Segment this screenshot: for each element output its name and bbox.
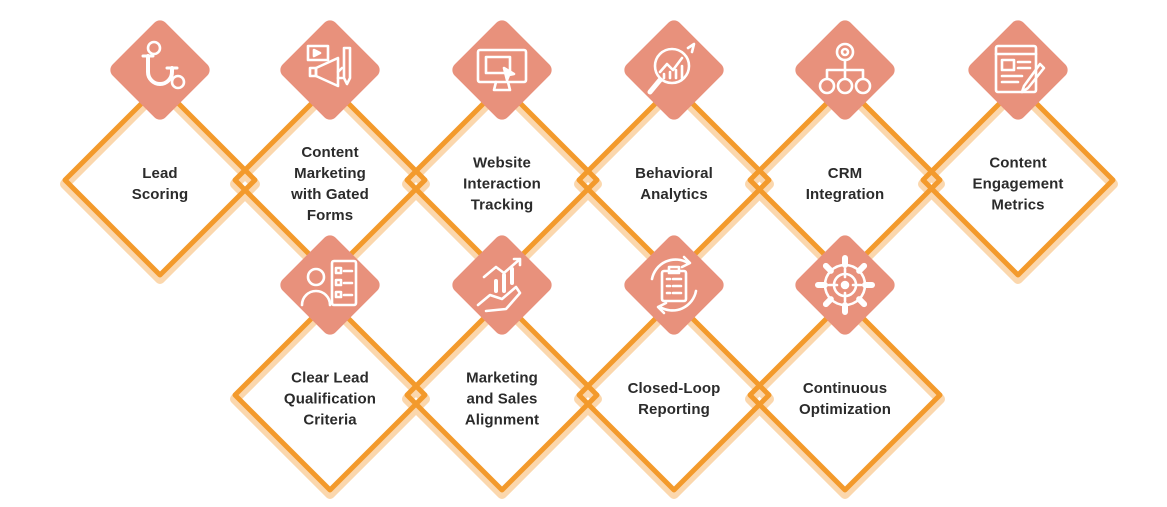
icon-tile-bg [452,20,552,120]
icon-tile-bg [280,20,380,120]
diamond-shadow [60,84,260,284]
icon-tile-crm-integration [795,20,895,120]
diamond-outline-closed-loop [576,297,772,493]
label-line: Reporting [638,401,710,418]
label-line: Continuous [802,380,888,397]
diamond-outline-lead-qualification [232,297,428,493]
label-line: Alignment [464,411,540,429]
label-line: Scoring [131,186,189,203]
diamond-outline-continuous-optimization [747,297,943,493]
label-line: Analytics [640,186,708,203]
label-line: Lead [142,165,178,182]
icon-tile-website-tracking [452,20,552,120]
label-line: Criteria [303,411,357,429]
diamond-shadow [402,299,602,499]
label-line: Integration [805,186,885,203]
hand-growth-icon [476,257,522,313]
diamond-outline-content-engagement [920,82,1116,278]
diamond-shadow [918,84,1118,284]
label-line: with Gated [291,186,369,203]
label-line: CRM [827,165,863,182]
label-line: Optimization [798,401,892,418]
gear-target-icon [815,255,875,315]
icon-tile-continuous-optimization [795,235,895,335]
label-line: Engagement [972,175,1064,193]
label-line: Interaction [463,175,541,193]
magnifier-chart-icon [647,42,696,95]
icon-tile-content-engagement [968,20,1068,120]
label-line: Clear Lead [291,369,369,387]
icon-tile-bg [110,20,210,120]
diamond-shadow [574,299,774,499]
person-checklist-icon [300,259,358,307]
document-pen-icon [994,44,1046,94]
diamond-shadow [745,299,945,499]
diamond-outline-lead-scoring [62,82,258,278]
icon-tile-closed-loop [624,235,724,335]
label-line: Tracking [470,196,534,214]
label-line: Content [989,154,1047,172]
label-line: Qualification [283,390,377,408]
label-line: Forms [306,207,354,224]
label-line: Content [301,144,359,161]
label-line: Website [473,154,531,172]
label-line: Marketing [294,165,366,182]
label-line: Behavioral [635,165,713,182]
label-line: and Sales [466,390,538,408]
icon-tile-bg [968,20,1068,120]
label-crm-integration: CRM Integration [775,163,915,205]
icon-tiles [110,20,1068,335]
icon-tile-content-marketing [280,20,380,120]
clipboard-cycle-icon [650,255,698,315]
label-line: Metrics [991,196,1045,214]
network-gear-icon [818,42,872,95]
icon-tile-lead-qualification [280,235,380,335]
diamond-shadow [230,299,430,499]
megaphone-icon [306,44,352,88]
diamond-outline-sales-alignment [404,297,600,493]
label-line: Closed-Loop [627,380,721,397]
diamond-outlines [60,82,1118,499]
icon-tile-behavioral-analytics [624,20,724,120]
icon-tile-sales-alignment [452,235,552,335]
label-line: Marketing [466,369,538,387]
icon-tile-lead-scoring [110,20,210,120]
monitor-icon [476,48,528,92]
magnet-icon [141,40,186,90]
